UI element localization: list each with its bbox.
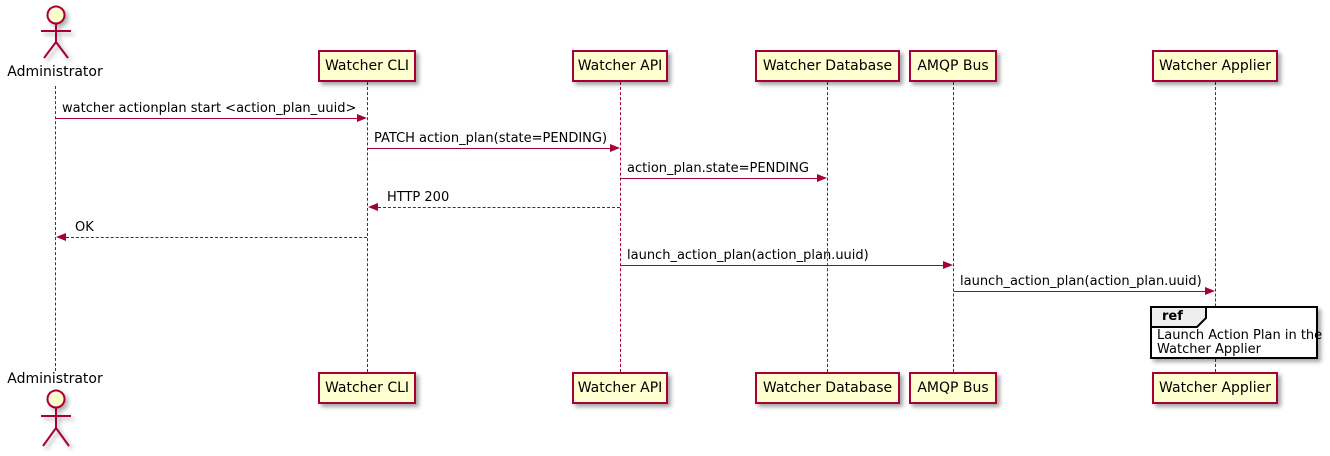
actor-icon: [41, 5, 71, 59]
lifeline-watcher-applier: [1215, 82, 1216, 372]
message-label: launch_action_plan(action_plan.uuid): [960, 274, 1202, 289]
arrowhead-icon: [943, 261, 953, 269]
actor-icon: [41, 389, 71, 447]
message-label: launch_action_plan(action_plan.uuid): [627, 248, 869, 263]
ref-fragment: ref Launch Action Plan in the Watcher Ap…: [1150, 306, 1322, 359]
message-line: [621, 265, 944, 266]
message-line: [56, 118, 358, 119]
arrowhead-icon: [56, 233, 66, 241]
participant-watcher-applier-bottom: Watcher Applier: [1152, 372, 1278, 404]
participant-amqp-bus-top: AMQP Bus: [909, 50, 997, 82]
message-label: HTTP 200: [387, 190, 450, 205]
arrowhead-icon: [368, 203, 378, 211]
ref-keyword: ref: [1162, 309, 1183, 324]
message-line: [954, 291, 1206, 292]
message-label: OK: [75, 220, 94, 235]
arrowhead-icon: [357, 114, 367, 122]
ref-tab-shape: [1150, 306, 1207, 328]
message-label: PATCH action_plan(state=PENDING): [374, 131, 608, 146]
participant-amqp-bus-bottom: AMQP Bus: [909, 372, 997, 404]
participant-watcher-database-top: Watcher Database: [755, 50, 900, 82]
participant-watcher-api-top: Watcher API: [572, 50, 668, 82]
lifeline-amqp-bus: [953, 82, 954, 372]
participant-watcher-applier-top: Watcher Applier: [1152, 50, 1278, 82]
message-line: [66, 237, 367, 238]
arrowhead-icon: [1205, 287, 1215, 295]
lifeline-watcher-database: [827, 82, 828, 372]
message-label: action_plan.state=PENDING: [627, 161, 809, 176]
message-line: [621, 178, 818, 179]
actor-label-bottom: Administrator: [7, 371, 103, 387]
participant-watcher-api-bottom: Watcher API: [572, 372, 668, 404]
lifeline-watcher-api: [620, 82, 621, 372]
participant-watcher-database-bottom: Watcher Database: [755, 372, 900, 404]
lifeline-administrator: [55, 86, 56, 371]
lifeline-watcher-cli: [367, 82, 368, 372]
message-line: [368, 148, 611, 149]
actor-label-top: Administrator: [7, 64, 103, 80]
message-label: watcher actionplan start <action_plan_uu…: [62, 101, 357, 116]
participant-watcher-cli-bottom: Watcher CLI: [318, 372, 416, 404]
ref-text-line1: Launch Action Plan in the: [1157, 328, 1323, 343]
ref-text-line2: Watcher Applier: [1157, 342, 1261, 357]
arrowhead-icon: [817, 174, 827, 182]
participant-watcher-cli-top: Watcher CLI: [318, 50, 416, 82]
arrowhead-icon: [610, 144, 620, 152]
message-line: [378, 207, 620, 208]
